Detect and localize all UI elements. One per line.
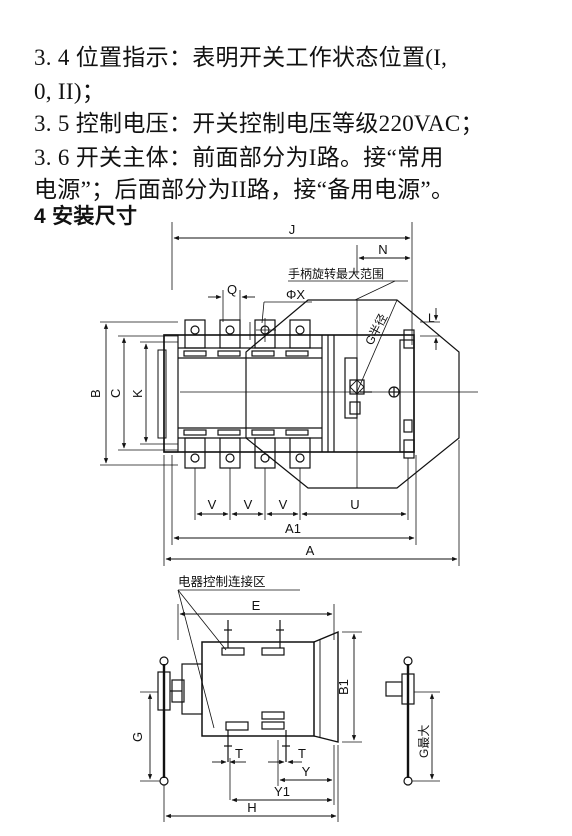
text-line-3-5: 3. 5 控制电压：开关控制电压等级220VAC； bbox=[34, 111, 484, 136]
label-a1: A1 bbox=[285, 521, 301, 536]
text-line-3-4-a: 3. 4 位置指示：表明开关工作状态位置(I, bbox=[34, 45, 448, 70]
label-a: A bbox=[306, 543, 315, 558]
label-handle-range: 手柄旋转最大范围 bbox=[288, 266, 384, 281]
label-b: B bbox=[88, 389, 103, 398]
label-phi-x: ΦX bbox=[286, 287, 305, 302]
label-control-area: 电器控制连接区 bbox=[178, 574, 266, 589]
text-line-3-6-a: 3. 6 开关主体：前面部分为I路。接“常用 bbox=[34, 145, 444, 170]
label-u: U bbox=[350, 497, 359, 512]
label-y: Y bbox=[302, 764, 311, 779]
label-j: J bbox=[289, 222, 296, 237]
text-line-3-6-b: 电源”；后面部分为II路，接“备用电源”。 bbox=[34, 177, 455, 202]
label-e: E bbox=[252, 598, 261, 613]
text-line-3-4-b: 0, II)； bbox=[34, 79, 106, 104]
label-b1: B1 bbox=[336, 679, 351, 695]
label-g-radius: G半径 bbox=[362, 311, 390, 347]
label-y1: Y1 bbox=[274, 784, 290, 799]
label-c: C bbox=[108, 389, 123, 398]
label-t-1: T bbox=[235, 746, 243, 761]
label-h: H bbox=[247, 800, 256, 815]
label-n: N bbox=[378, 242, 387, 257]
section-heading: 4 安装尺寸 bbox=[34, 205, 138, 228]
label-g: G bbox=[130, 732, 145, 742]
top-view-drawing bbox=[100, 222, 478, 566]
label-l: L bbox=[428, 311, 435, 325]
label-v-3: V bbox=[279, 497, 288, 512]
label-t-2: T bbox=[298, 746, 306, 761]
side-view-drawing bbox=[140, 589, 440, 822]
label-v-1: V bbox=[208, 497, 217, 512]
label-q: Q bbox=[227, 282, 237, 297]
label-k: K bbox=[130, 389, 145, 398]
label-g-max: G最大 bbox=[417, 725, 431, 758]
label-v-2: V bbox=[244, 497, 253, 512]
